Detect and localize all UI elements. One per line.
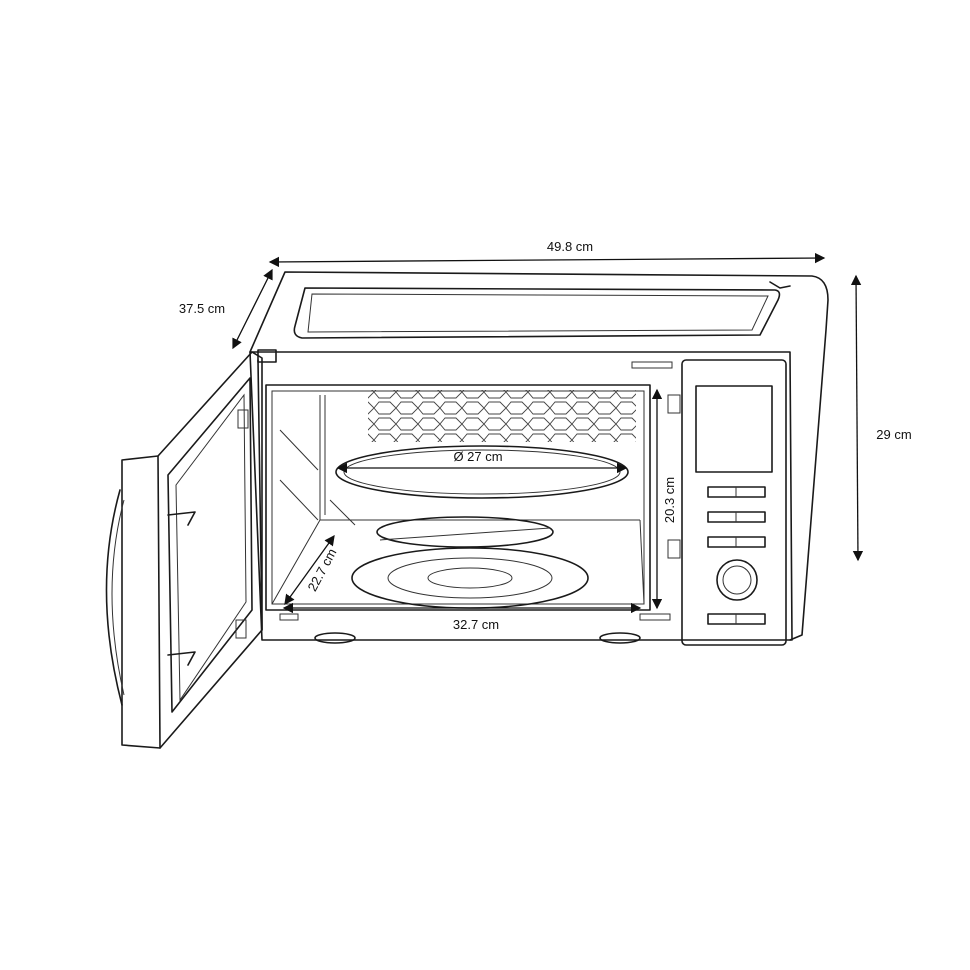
top-latch (769, 281, 791, 289)
turntable-plate (335, 445, 629, 499)
foot-right (599, 632, 641, 644)
grill-element-pattern (368, 390, 636, 442)
door-handle (105, 489, 123, 706)
top-vent-panel (293, 287, 781, 339)
display-screen (695, 385, 773, 473)
width-arrow (268, 252, 826, 268)
door-window (167, 377, 253, 713)
dial-knob (716, 559, 758, 601)
microwave-body (249, 271, 829, 641)
foot-left (314, 632, 356, 644)
oven-cavity (265, 361, 681, 621)
turntable-diameter-label: Ø 27 cm (453, 449, 502, 464)
floor-ring-outer (351, 547, 589, 609)
depth-arrow (232, 268, 273, 350)
roller-ring (376, 516, 554, 548)
cavity-height-label: 20.3 cm (662, 477, 677, 523)
cavity-width-label: 32.7 cm (453, 617, 499, 632)
open-door (105, 349, 277, 749)
control-panel (681, 359, 787, 646)
depth-label: 37.5 cm (179, 301, 225, 316)
height-arrow (850, 274, 864, 562)
height-label: 29 cm (876, 427, 911, 442)
dimension-lines (232, 252, 864, 614)
control-buttons (707, 486, 766, 625)
width-label: 49.8 cm (547, 239, 593, 254)
cavity-depth-arrow (284, 534, 335, 606)
